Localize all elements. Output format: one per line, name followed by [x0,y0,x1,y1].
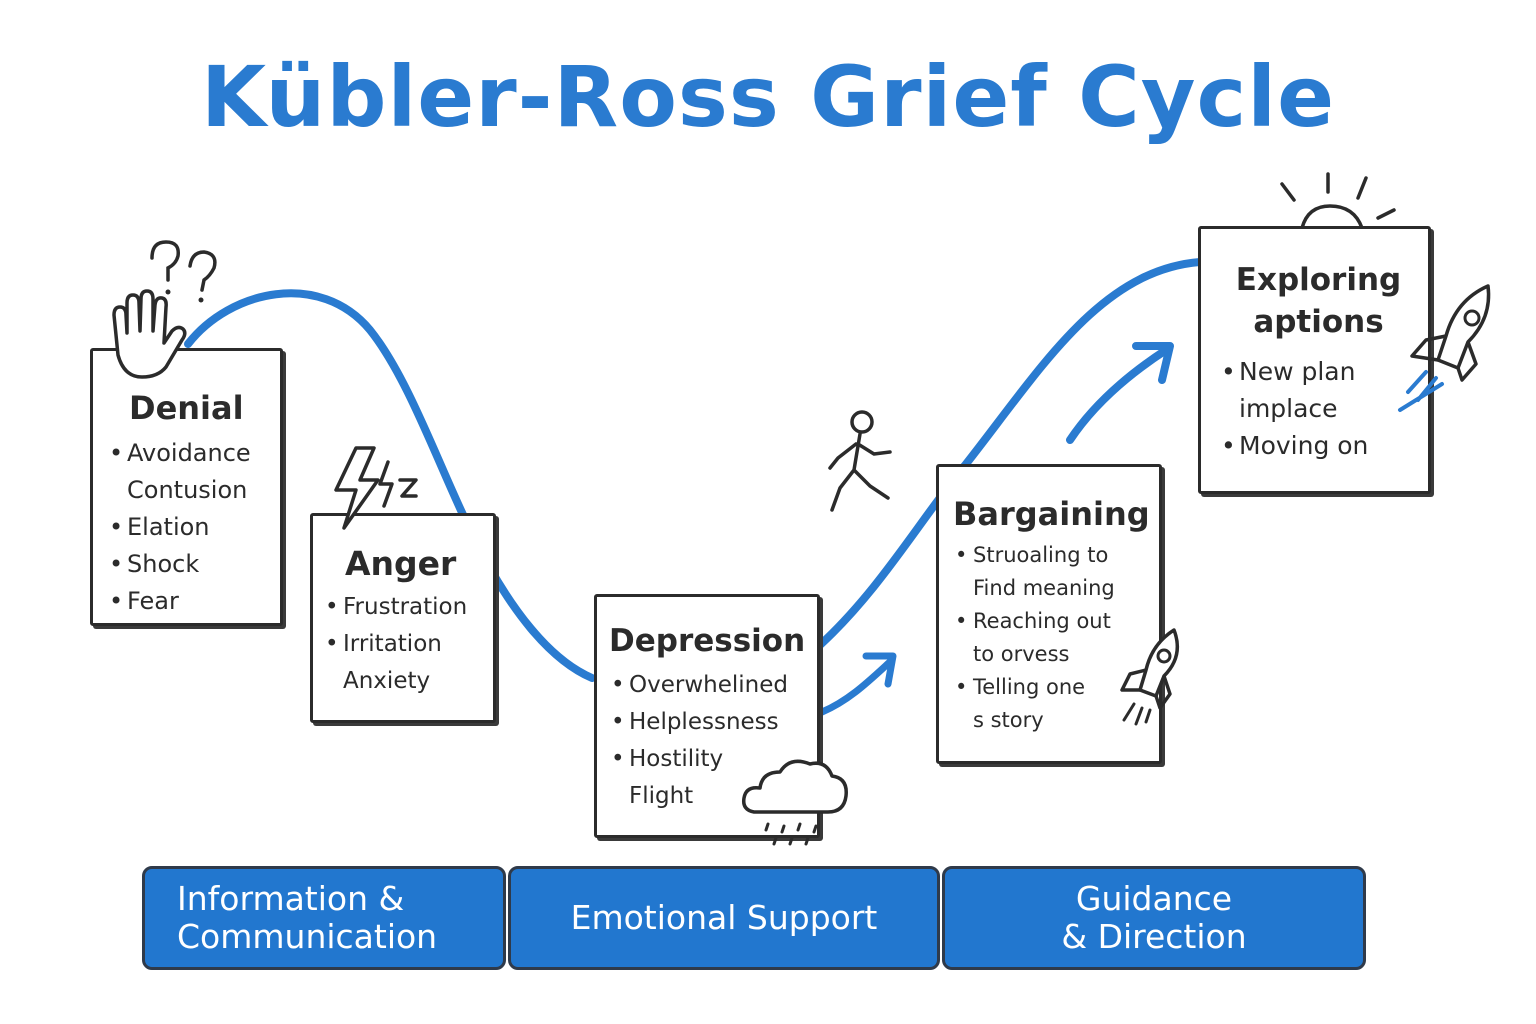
band-label: Emotional Support [570,898,878,937]
stage-items: Avoidance Contusion Elation Shock Fear [107,435,270,620]
arrow-icon [818,656,896,716]
list-item: Hostility [609,741,811,778]
support-band-emotional: Emotional Support [508,866,940,970]
stage-heading: Denial [129,389,244,427]
stage-heading: Exploring aptions [1235,262,1402,340]
stage-heading: Bargaining [953,495,1150,533]
stage-items: New plan implace Moving on [1219,353,1418,464]
support-band-information: Information & Communication [142,866,506,970]
arrow-head-icon [1132,342,1174,384]
stage-card-denial: Denial Avoidance Contusion Elation Shock… [90,348,283,626]
list-item: Shock [107,546,270,583]
list-item: implace [1239,394,1338,423]
rocket-icon [1120,628,1180,726]
list-item: Helplessness [609,704,811,741]
list-item: Telling one [953,671,1153,704]
list-item: s story [973,708,1044,732]
stage-items: Frustration Irritation Anxiety [323,589,487,700]
arrow-head-icon [862,652,897,688]
list-item: Find meaning [973,576,1115,600]
list-item: Avoidance [107,435,270,472]
grief-curve-line [184,258,1204,682]
page-title: Kübler-Ross Grief Cycle [200,48,1336,146]
band-label: Information & Communication [177,879,438,956]
stage-card-anger: Anger Frustration Irritation Anxiety [310,513,496,723]
stage-card-exploring-options: Exploring aptions New plan implace Movin… [1198,226,1431,494]
list-item: New plan [1219,353,1418,390]
list-item: Irritation [323,626,487,663]
list-item: Frustration [323,589,487,626]
rocket-icon [1398,284,1491,412]
sun-icon [1280,172,1396,229]
arrow-icon [1066,346,1170,444]
rain-cloud-icon [741,759,848,846]
list-item: Elation [107,509,270,546]
list-item: Reaching out [953,605,1153,638]
list-item: Flight [629,783,694,809]
band-label: Guidance & Direction [1061,879,1247,956]
stage-card-bargaining: Bargaining Struoaling to Find meaning Re… [936,464,1162,764]
list-item: Struoaling to [953,539,1153,572]
lightning-icon [334,446,418,530]
stage-items: Overwhelined Helplessness Hostility Flig… [609,667,811,815]
raised-hand-icon [112,289,187,379]
list-item: to orvess [973,642,1070,666]
stage-heading: Anger [345,544,457,583]
stage-heading: Depression [609,623,806,659]
list-item: Overwhelined [609,667,811,704]
list-item: Fear [107,583,270,620]
list-item: Moving on [1219,427,1418,464]
support-band-guidance: Guidance & Direction [942,866,1366,970]
list-item: Anxiety [343,668,431,694]
list-item: Contusion [127,476,248,504]
question-marks-icon [150,240,217,303]
stage-items: Struoaling to Find meaning Reaching out … [953,539,1153,737]
walking-person-icon [828,410,892,512]
